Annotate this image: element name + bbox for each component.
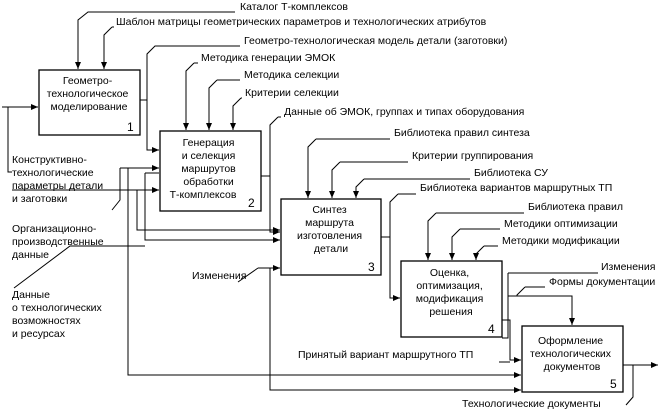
output-label-tech-docs: Технологические документы [462, 398, 601, 410]
control-label-synth-rules: Библиотека правил синтеза [394, 127, 530, 139]
input-arrow-design-params: Конструктивно- технологические параметры… [2, 104, 280, 233]
control-arrow-mod-methods: Методики модификации [473, 235, 620, 260]
control-label-su-library: Библиотека СУ [474, 167, 548, 179]
box-2-number: 2 [248, 196, 255, 210]
output-arrow-model: Геометро-технологическая модель детали (… [140, 35, 507, 153]
function-box-2: Генерация и селекция маршрутов обработки… [159, 130, 262, 212]
output-label-emok-data: Данные об ЭМОК, группах и типах оборудов… [284, 106, 524, 118]
box-1-label: Геометро- технологическое моделирование [47, 75, 132, 113]
control-label-changes-top: Изменения [601, 261, 655, 273]
control-arrow-rules-library: Библиотека правил [425, 201, 623, 260]
control-label-template: Шаблон матрицы геометрических параметров… [116, 16, 487, 28]
control-label-mod-methods: Методики модификации [502, 235, 620, 247]
control-label-catalog: Каталог Т-комплексов [240, 1, 348, 13]
function-box-3: Синтез маршрута изготовления детали 3 [280, 198, 382, 276]
box-4-number: 4 [488, 322, 495, 336]
control-arrow-catalog: Каталог Т-комплексов [75, 1, 348, 69]
output-label-route-variants: Библиотека вариантов маршрутных ТП [420, 182, 612, 194]
control-label-sel-method: Методика селекции [244, 69, 339, 81]
input-label-changes: Изменения [192, 270, 246, 282]
control-label-rules-library: Библиотека правил [528, 201, 623, 213]
control-arrow-template: Шаблон матрицы геометрических параметров… [101, 16, 487, 69]
function-box-4: Оценка, оптимизация, модификация решения… [400, 260, 503, 338]
box-2-label: Генерация и селекция маршрутов обработки… [170, 137, 239, 201]
box-3-label: Синтез маршрута изготовления детали [297, 204, 365, 255]
control-arrow-sel-method: Методика селекции [206, 69, 339, 130]
control-label-doc-forms: Формы документации [549, 276, 655, 288]
box-5-label: Оформление технологических документов [530, 335, 614, 373]
function-box-1: Геометро- технологическое моделирование … [38, 69, 141, 136]
box-3-number: 3 [368, 260, 375, 274]
input-arrow-resources: Данные о технологических возможностях и … [12, 172, 280, 340]
output-arrow-tech-docs: Технологические документы [462, 362, 658, 410]
box-1-number: 1 [127, 120, 134, 134]
output-label-accepted-route: Принятый вариант маршрутного ТП [298, 349, 473, 361]
control-arrow-doc-forms: Формы документации [516, 276, 655, 296]
output-arrow-route-variants: Библиотека вариантов маршрутных ТП [381, 182, 612, 301]
input-label-design-params: Конструктивно- технологические параметры… [12, 154, 106, 205]
control-arrow-su-library: Библиотека СУ [353, 167, 548, 198]
control-arrow-gen-method: Методика генерации ЭМОК [183, 52, 336, 130]
box-4-label: Оценка, оптимизация, модификация решения [416, 267, 486, 318]
control-label-sel-criteria: Критерии селекции [245, 87, 339, 99]
control-arrow-group-criteria: Критерии группирования [329, 150, 533, 198]
function-box-5: Оформление технологических документов 5 [521, 325, 624, 393]
output-label-model: Геометро-технологическая модель детали (… [244, 35, 507, 47]
control-arrow-opt-methods: Методики оптимизации [449, 218, 618, 260]
input-label-org-data: Организационно- производственные данные [12, 223, 107, 261]
control-arrow-sel-criteria: Критерии селекции [230, 87, 339, 130]
control-label-gen-method: Методика генерации ЭМОК [201, 52, 336, 64]
input-arrow-org-data: Организационно- производственные данные [12, 165, 521, 378]
control-arrow-changes-top: Изменения [502, 261, 655, 339]
control-arrow-synth-rules: Библиотека правил синтеза [305, 127, 530, 198]
input-label-resources: Данные о технологических возможностях и … [12, 289, 105, 340]
input-arrow-changes: Изменения [192, 265, 521, 393]
control-label-opt-methods: Методики оптимизации [504, 218, 618, 230]
box-5-number: 5 [610, 377, 617, 391]
control-label-group-criteria: Критерии группирования [412, 150, 533, 162]
output-arrow-accepted-route: Принятый вариант маршрутного ТП [298, 319, 521, 363]
